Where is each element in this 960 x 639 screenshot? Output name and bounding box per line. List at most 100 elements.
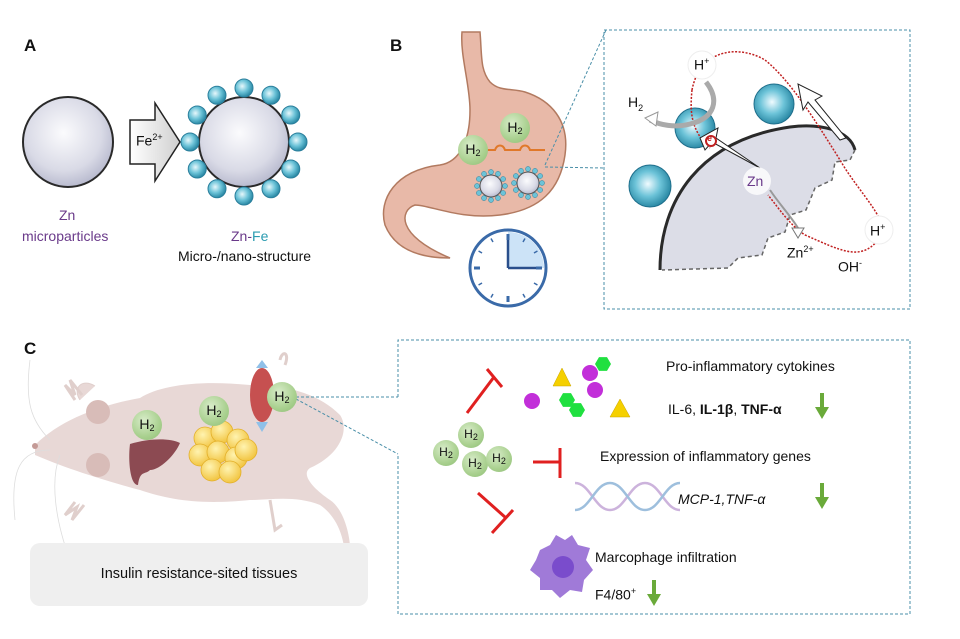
h2-molecule-muscle: H2	[267, 382, 297, 412]
fe-nanobead	[537, 187, 543, 193]
fe-nanobead	[511, 180, 517, 186]
cytokine-hexagon	[559, 393, 575, 407]
fat-cell	[218, 460, 242, 484]
fe-nanobead	[474, 183, 480, 189]
inhibition-bars	[465, 368, 562, 535]
micro-nano-structure-label: Micro-/nano-structure	[178, 248, 312, 264]
fe-nanobead	[481, 195, 487, 201]
tissues-caption-box: Insulin resistance-sited tissues	[30, 543, 368, 606]
effect-detail-macrophage: F4/80+	[595, 586, 637, 603]
fe-nanobead	[500, 176, 506, 182]
cytokine-circle	[524, 393, 540, 409]
clock-tick	[490, 238, 494, 243]
zn-fe-structure	[198, 96, 290, 188]
h2-cluster-molecule: H2	[462, 451, 488, 477]
fe-nanobeads	[180, 78, 308, 206]
effect-detail-cytokines: IL-6, IL-1β, TNF-α	[668, 401, 782, 417]
effect-detail-genes: MCP-1,TNF-α	[678, 491, 766, 507]
panel-label-a: A	[24, 36, 37, 55]
fe-nanobead	[281, 105, 301, 125]
zn-fe-particle	[516, 171, 540, 195]
fe-nanobead	[502, 183, 508, 189]
oh-label: OH-	[838, 258, 862, 275]
zn-fe-particle	[479, 174, 503, 198]
cytokine-triangle	[552, 367, 572, 387]
muscle-icon	[250, 360, 274, 432]
fe-nanobead	[481, 171, 487, 177]
fe-nanobead	[513, 173, 519, 179]
h2-molecule: H2	[500, 113, 530, 143]
fe-nanobead	[537, 173, 543, 179]
fe-nanobead	[187, 159, 207, 179]
zn-microparticle	[22, 96, 114, 188]
zoom-connector-lines	[544, 29, 911, 310]
fe-nanobead	[234, 186, 254, 206]
clock-tick	[522, 238, 526, 243]
fe-nanobead	[525, 194, 531, 200]
fe-nanobead	[207, 85, 227, 105]
fe-nanobead	[281, 159, 301, 179]
down-arrow-icon	[647, 580, 661, 606]
clock-icon	[468, 228, 548, 308]
cytokine-circle	[587, 382, 603, 398]
fe-nanobead	[288, 132, 308, 152]
h2-molecule-liver: H2	[132, 410, 162, 440]
fe-reaction-arrow-icon	[129, 100, 181, 184]
fat-cell	[234, 438, 258, 462]
clock-tick	[533, 282, 538, 286]
zn-label: Zn	[59, 207, 76, 223]
cytokine-hexagon	[595, 357, 611, 371]
panel-label-c: C	[24, 339, 37, 358]
cytokine-hexagon	[569, 403, 585, 417]
down-arrow-icon	[815, 393, 829, 419]
effect-title-cytokines: Pro-inflammatory cytokines	[666, 358, 835, 374]
cytokine-triangle	[609, 398, 631, 418]
h2-molecule: H2	[458, 135, 488, 165]
fe-nanobead	[500, 190, 506, 196]
fe-nanobead	[261, 85, 281, 105]
fe-nanobead	[495, 171, 501, 177]
cytokine-circle	[582, 365, 598, 381]
h-plus-label: H+	[694, 56, 710, 73]
fe-nanobead	[476, 176, 482, 182]
fe-nanobead	[495, 195, 501, 201]
zn2-ion-label: Zn2+	[787, 244, 814, 261]
effect-title-genes: Expression of inflammatory genes	[600, 448, 811, 464]
clock-tick	[522, 293, 526, 298]
fe-nanobead	[488, 169, 494, 175]
fe-nanobead	[525, 166, 531, 172]
clock-tick	[490, 293, 494, 298]
fe-nanobead	[532, 168, 538, 174]
fe-nanobead	[532, 192, 538, 198]
clock-tick	[533, 250, 538, 254]
fe-nanobead	[513, 187, 519, 193]
zn-fe-label: Zn-Fe	[231, 228, 269, 244]
fe-nanobead	[261, 179, 281, 199]
fe-nanobead	[187, 105, 207, 125]
mouse-illustration	[13, 352, 351, 561]
h2-molecule-fat: H2	[199, 396, 229, 426]
fe-nanobead	[180, 132, 200, 152]
zn-surface-zoom	[628, 50, 894, 271]
fe-nanobead	[518, 168, 524, 174]
fe2-label: Fe2+	[136, 132, 163, 149]
down-arrow-icon	[815, 483, 829, 509]
h2-cluster-molecule: H2	[433, 440, 459, 466]
dna-helix-icon	[574, 481, 681, 512]
cytokine-shapes	[524, 357, 631, 418]
fe-nanobead	[488, 197, 494, 203]
zn-core-label: Zn	[747, 173, 764, 189]
effect-title-macrophage: Marcophage infiltration	[595, 549, 737, 565]
panel-label-b: B	[390, 36, 403, 55]
liver-icon	[129, 439, 180, 485]
h2-cluster-molecule: H2	[458, 422, 484, 448]
h2-cluster-molecule: H2	[486, 446, 512, 472]
fe-nanobead	[234, 78, 254, 98]
electron-label: e	[707, 133, 713, 143]
clock-tick	[478, 282, 483, 286]
tissues-caption: Insulin resistance-sited tissues	[100, 566, 298, 582]
microparticles-label: microparticles	[22, 228, 109, 244]
fe-nanobead	[539, 180, 545, 186]
c-connector-lines	[295, 339, 911, 615]
fe-nanobead	[207, 179, 227, 199]
